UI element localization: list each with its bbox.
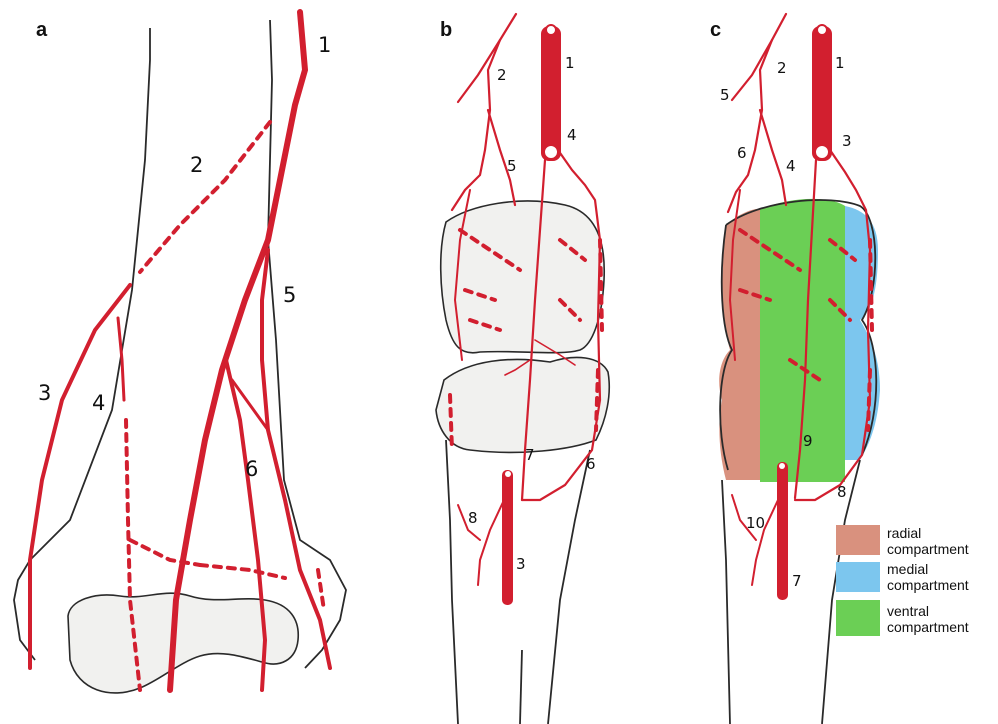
label-c-9: 9 <box>803 432 813 450</box>
label-b-8: 8 <box>468 509 478 527</box>
label-c-4: 4 <box>786 157 796 175</box>
legend-item-radial: radial compartment <box>836 525 969 557</box>
artery-3-b <box>502 470 513 605</box>
label-a-3: 3 <box>38 381 51 405</box>
legend-label-ventral: ventral <box>887 603 929 619</box>
artery-1-c <box>812 26 832 161</box>
legend-label-radial: radial <box>887 525 921 541</box>
label-c-8: 8 <box>837 483 847 501</box>
svg-text:compartment: compartment <box>887 577 969 593</box>
label-c-3: 3 <box>842 132 852 150</box>
panel-letter-b: b <box>440 19 452 41</box>
dashed-branch-2-a <box>140 122 270 272</box>
radial-compartment-region <box>719 209 762 480</box>
label-a-5: 5 <box>283 283 296 307</box>
label-c-7: 7 <box>792 572 802 590</box>
artery-1-b <box>541 26 561 161</box>
carpus-upper-b <box>441 201 605 353</box>
svg-text:compartment: compartment <box>887 541 969 557</box>
label-a-6: 6 <box>245 457 258 481</box>
legend-swatch-medial <box>836 562 880 592</box>
legend-item-ventral: ventral compartment <box>836 600 969 636</box>
label-c-2: 2 <box>777 59 787 77</box>
panel-letter-c: c <box>710 19 721 41</box>
label-b-7: 7 <box>525 446 535 464</box>
label-c-6: 6 <box>737 144 747 162</box>
label-b-2: 2 <box>497 66 507 84</box>
label-c-1: 1 <box>835 54 845 72</box>
artery-7-c <box>777 462 788 600</box>
legend-swatch-radial <box>836 525 880 555</box>
panel-letter-a: a <box>36 19 48 41</box>
artery-1-a <box>170 12 305 690</box>
legend-label-medial: medial <box>887 561 928 577</box>
svg-text:compartment: compartment <box>887 619 969 635</box>
legend-item-medial: medial compartment <box>836 561 969 593</box>
panel-a: a 1 2 3 4 5 6 <box>14 12 346 693</box>
label-b-6: 6 <box>586 455 596 473</box>
label-a-4: 4 <box>92 391 105 415</box>
carpus-lower-b <box>436 357 609 452</box>
label-b-1: 1 <box>565 54 575 72</box>
label-b-3: 3 <box>516 555 526 573</box>
label-a-2: 2 <box>190 153 203 177</box>
panel-b: b 1 2 3 4 5 6 7 8 <box>436 14 609 724</box>
label-a-1: 1 <box>318 33 331 57</box>
label-b-4: 4 <box>567 126 577 144</box>
legend: radial compartment medial compartment ve… <box>836 525 969 636</box>
legend-swatch-ventral <box>836 600 880 636</box>
label-c-10: 10 <box>746 514 765 532</box>
label-c-5: 5 <box>720 86 730 104</box>
label-b-5: 5 <box>507 157 517 175</box>
